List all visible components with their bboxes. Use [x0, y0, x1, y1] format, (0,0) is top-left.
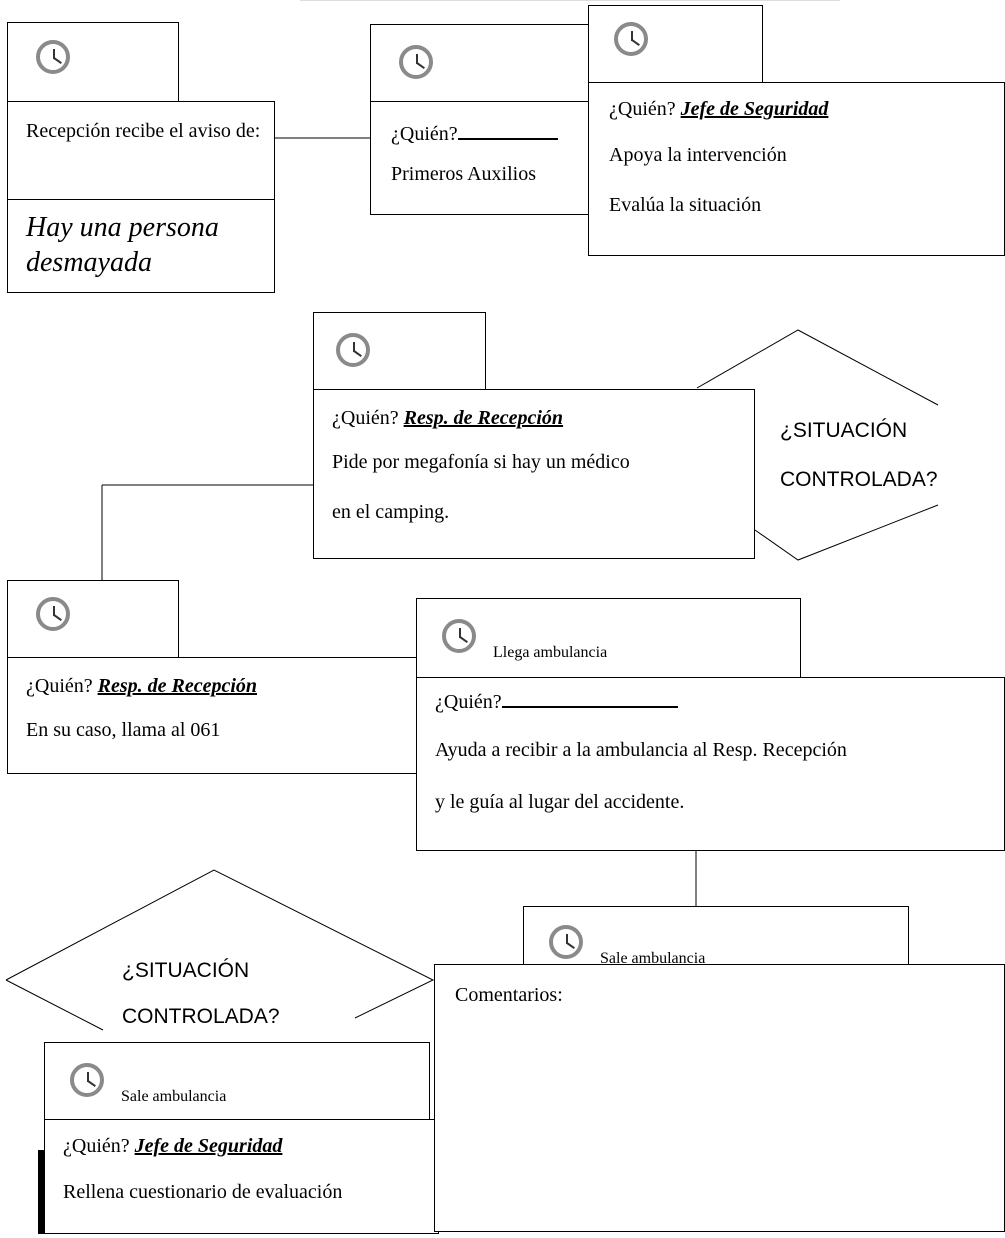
decision-2-line-2: CONTROLADA?	[122, 1005, 280, 1028]
clock-icon	[614, 22, 648, 56]
action-2: Evalúa la situación	[609, 194, 762, 216]
card-security-chief-header	[588, 5, 763, 83]
action-1: Ayuda a recibir a la ambulancia al Resp.…	[435, 739, 847, 761]
incident-text: Hay una persona desmayada	[26, 212, 219, 278]
card-ambulance-leaves-2: ¿Quién? Jefe de Seguridad Rellena cuesti…	[44, 1119, 439, 1234]
card-ambulance-leaves-2-header: Sale ambulancia	[44, 1042, 430, 1120]
decision-diamond-top	[696, 329, 939, 406]
decision-diamond-2-shape	[5, 869, 435, 1019]
who-line: ¿Quién? Resp. de Recepción	[332, 406, 563, 430]
card-reception-incident: Hay una persona desmayada	[7, 199, 275, 293]
card-reception: Recepción recibe el aviso de:	[7, 101, 275, 200]
clock-icon	[36, 597, 70, 631]
who-label: ¿Quién?	[391, 122, 558, 146]
card-call: ¿Quién? Resp. de Recepción En su caso, l…	[7, 657, 417, 774]
card-megaphone-header	[313, 312, 486, 390]
first-aid-action: Primeros Auxilios	[391, 163, 537, 185]
action-2: en el camping.	[332, 501, 450, 523]
who-label-text: ¿Quién?	[391, 123, 458, 145]
who-line: ¿Quién?	[435, 690, 678, 714]
card-first-aid-header	[370, 24, 590, 102]
comments-box[interactable]: Comentarios:	[434, 964, 1005, 1232]
who-label-text: ¿Quién?	[609, 98, 676, 120]
clock-icon	[442, 619, 476, 653]
who-name: Jefe de Seguridad	[134, 1135, 283, 1157]
action: Rellena cuestionario de evaluación	[63, 1181, 343, 1203]
who-blank[interactable]	[501, 705, 678, 708]
clock-icon	[399, 45, 433, 79]
who-label-text: ¿Quién?	[63, 1135, 130, 1157]
who-name: Jefe de Seguridad	[680, 98, 829, 120]
card-ambulance-leaves-1-header: Sale ambulancia	[523, 906, 909, 972]
card-ambulance-arrives: ¿Quién? Ayuda a recibir a la ambulancia …	[416, 677, 1005, 851]
who-label-text: ¿Quién?	[332, 407, 399, 429]
card-security-chief: ¿Quién? Jefe de Seguridad Apoya la inter…	[588, 82, 1005, 256]
who-label-text: ¿Quién?	[435, 691, 502, 713]
card-call-header	[7, 580, 179, 658]
action-1: Apoya la intervención	[609, 144, 787, 166]
decision-1-line-1: ¿SITUACIÓN	[780, 419, 908, 442]
who-name: Resp. de Recepción	[97, 675, 258, 697]
clock-icon	[336, 333, 370, 367]
clock-icon	[36, 40, 70, 74]
event-label: Sale ambulancia	[600, 950, 706, 967]
clock-icon	[70, 1063, 104, 1097]
event-label: Sale ambulancia	[121, 1088, 227, 1105]
reception-text: Recepción recibe el aviso de:	[26, 120, 261, 142]
action-1: Pide por megafonía si hay un médico	[332, 451, 630, 473]
who-line: ¿Quién? Resp. de Recepción	[26, 674, 257, 698]
event-label: Llega ambulancia	[493, 644, 608, 661]
decision-2-line-1: ¿SITUACIÓN	[122, 959, 250, 982]
who-name: Resp. de Recepción	[403, 407, 564, 429]
card-megaphone: ¿Quién? Resp. de Recepción Pide por mega…	[313, 389, 755, 559]
action-2: y le guía al lugar del accidente.	[435, 791, 685, 813]
call-action: En su caso, llama al 061	[26, 719, 221, 741]
card-first-aid: ¿Quién? Primeros Auxilios	[370, 101, 590, 215]
who-blank[interactable]	[457, 137, 558, 140]
clock-icon	[549, 925, 583, 959]
decision-1-line-2: CONTROLADA?	[780, 468, 938, 491]
card-reception-header	[7, 22, 179, 102]
who-line: ¿Quién? Jefe de Seguridad	[63, 1134, 282, 1158]
who-line: ¿Quién? Jefe de Seguridad	[609, 97, 828, 121]
comments-label: Comentarios:	[455, 984, 563, 1006]
who-label-text: ¿Quién?	[26, 675, 93, 697]
decision-diamond-bottom	[754, 504, 939, 561]
card-ambulance-arrives-header: Llega ambulancia	[416, 598, 801, 678]
